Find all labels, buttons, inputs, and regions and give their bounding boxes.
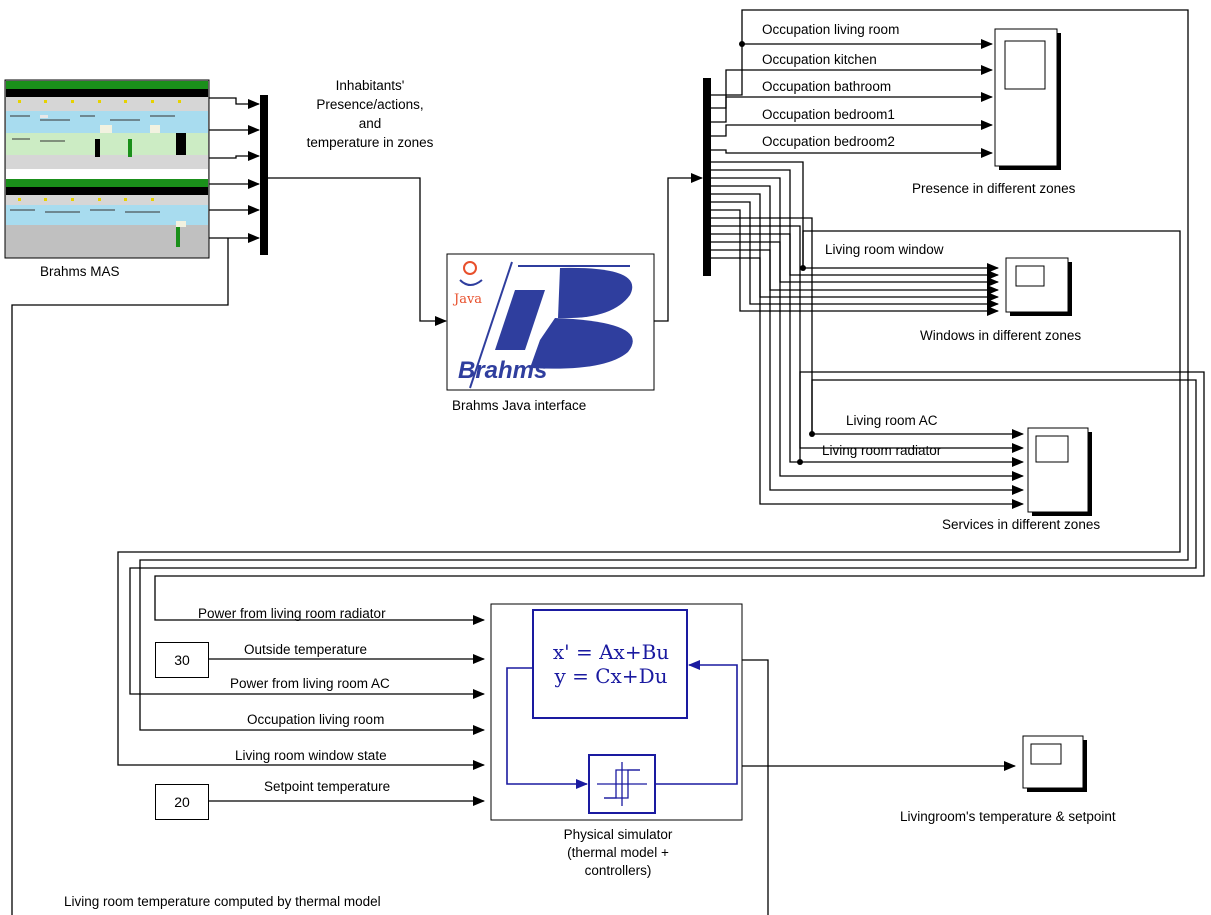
simulator-caption: Physical simulator (thermal model + cont… (520, 826, 716, 880)
bus-label-line2: Presence/actions, (316, 97, 424, 112)
feedback-label: Living room temperature computed by ther… (64, 894, 381, 909)
brahms-mas-block[interactable] (4, 79, 210, 259)
signal-label-occupation-bathroom: Occupation bathroom (762, 79, 892, 94)
signal-label-occupation-bedroom1: Occupation bedroom1 (762, 107, 895, 122)
temperature-scope-caption: Livingroom's temperature & setpoint (900, 809, 1116, 824)
brahms-brand-text: Brahms (458, 357, 548, 384)
simulator-caption-line2: (thermal model + (567, 845, 669, 860)
signal-label-living-room-radiator: Living room radiator (822, 443, 942, 458)
outputs-mux[interactable] (703, 78, 711, 276)
temperature-scope[interactable] (1022, 735, 1087, 792)
constant-setpoint-temperature[interactable]: 20 (155, 784, 209, 820)
inhabitants-mux[interactable] (260, 95, 268, 255)
state-space-equations: x' = Ax+Bu y = Cx+Du (536, 640, 686, 688)
state-space-line1: x' = Ax+Bu (552, 640, 670, 664)
simulator-caption-line1: Physical simulator (563, 827, 673, 842)
services-scope-caption: Services in different zones (942, 517, 1101, 532)
bus-label-line3: and (358, 116, 382, 131)
input-label-power-ac: Power from living room AC (230, 676, 390, 691)
brahms-mas-caption: Brahms MAS (40, 264, 120, 279)
presence-scope[interactable] (994, 28, 1061, 170)
windows-scope-caption: Windows in different zones (920, 328, 1082, 343)
java-logo-text: Java (454, 292, 483, 307)
bus-label-line1: Inhabitants' (335, 78, 405, 93)
state-space-line2: y = Cx+Du (554, 664, 668, 688)
signal-label-occupation-bedroom2: Occupation bedroom2 (762, 134, 895, 149)
services-scope[interactable] (1027, 427, 1092, 516)
presence-scope-caption: Presence in different zones (912, 181, 1076, 196)
constant-outside-temperature[interactable]: 30 (155, 642, 209, 678)
bus-label-line4: temperature in zones (306, 135, 434, 150)
simulator-caption-line3: controllers) (584, 863, 652, 878)
signal-label-occupation-kitchen: Occupation kitchen (762, 52, 877, 67)
windows-scope[interactable] (1005, 257, 1072, 316)
input-label-power-radiator: Power from living room radiator (198, 606, 386, 621)
input-label-setpoint-temperature: Setpoint temperature (264, 779, 391, 794)
physical-simulator-block[interactable] (490, 603, 743, 821)
input-label-window-state: Living room window state (235, 748, 387, 763)
bus-label: Inhabitants' Presence/actions, and tempe… (270, 76, 470, 152)
signal-label-living-room-ac: Living room AC (846, 413, 938, 428)
signal-label-occupation-living-room: Occupation living room (762, 22, 900, 37)
signal-label-living-room-window: Living room window (825, 242, 944, 257)
java-interface-caption: Brahms Java interface (452, 398, 587, 413)
input-label-outside-temperature: Outside temperature (244, 642, 368, 657)
brahms-java-interface-block[interactable] (446, 253, 655, 391)
input-label-occupation-living-room: Occupation living room (247, 712, 385, 727)
